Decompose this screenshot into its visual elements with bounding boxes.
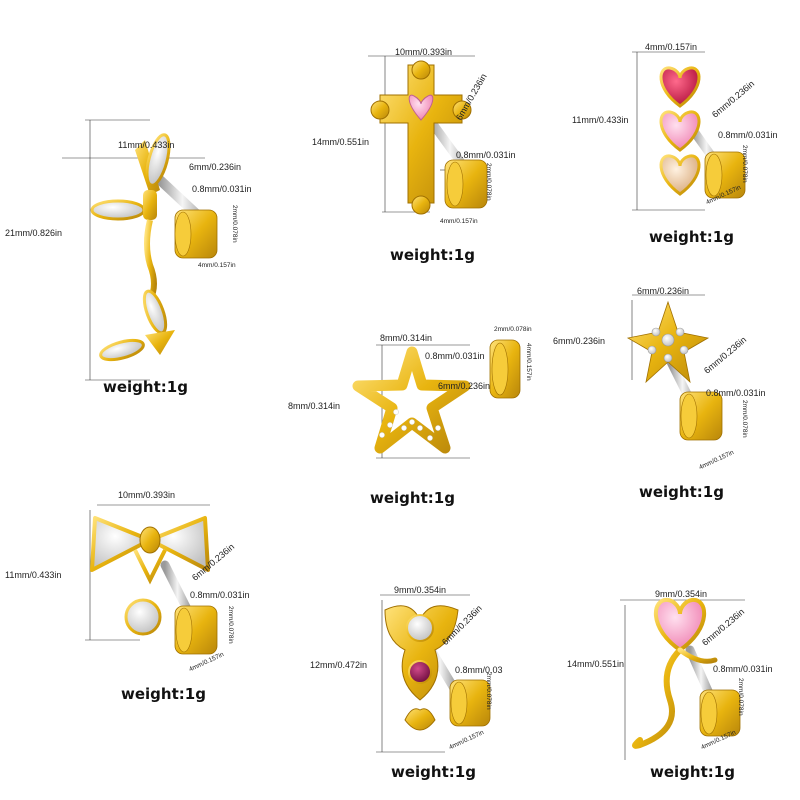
back-diameter-label: 4mm/0.157in: [525, 343, 532, 381]
back-thickness-label: 2mm/0.078in: [494, 326, 532, 333]
gauge-label: 0.8mm/0.031in: [718, 130, 778, 140]
heart-wave-earring: [620, 597, 745, 760]
length-label: 6mm/0.236in: [438, 381, 491, 391]
height-label: 11mm/0.433in: [572, 115, 629, 125]
back-thickness-label: 2mm/0.078in: [485, 672, 492, 710]
triple-heart-earring: [632, 51, 746, 211]
weight-label: weight:1g: [639, 483, 724, 501]
width-label: 9mm/0.354in: [655, 589, 708, 599]
gauge-label: 0.8mm/0.031in: [425, 351, 485, 361]
back-thickness-label: 2mm/0.078in: [737, 678, 744, 716]
gauge-label: 0.8mm/0.031in: [706, 388, 766, 398]
height-label: 11mm/0.433in: [5, 570, 62, 580]
star-earring: [352, 339, 521, 459]
height-label: 12mm/0.472in: [310, 660, 368, 670]
flower-earring: [626, 294, 723, 441]
back-diameter-label: 4mm/0.157in: [198, 262, 236, 269]
back-thickness-label: 2mm/0.078in: [485, 163, 492, 201]
gauge-label: 0.8mm/0.031in: [190, 590, 250, 600]
back-thickness-label: 2mm/0.078in: [741, 400, 748, 438]
height-label: 14mm/0.551in: [312, 137, 370, 147]
width-label: 6mm/0.236in: [637, 286, 690, 296]
height-label: 14mm/0.551in: [567, 659, 625, 669]
gauge-label: 0.8mm/0.031in: [192, 184, 252, 194]
weight-label: weight:1g: [650, 763, 735, 781]
width-label: 11mm/0.433in: [118, 140, 175, 150]
back-thickness-label: 2mm/0.078in: [227, 606, 234, 644]
gauge-label: 0.8mm/0.031in: [713, 664, 773, 674]
bow-earring: [85, 504, 218, 655]
height-label: 21mm/0.826in: [5, 228, 63, 238]
width-label: 10mm/0.393in: [395, 47, 453, 57]
width-label: 10mm/0.393in: [118, 490, 176, 500]
weight-label: weight:1g: [649, 228, 734, 246]
width-label: 8mm/0.314in: [380, 333, 433, 343]
cross-earring: [368, 55, 488, 215]
gauge-label: 0.8mm/0.03: [455, 665, 503, 675]
width-label: 4mm/0.157in: [645, 42, 698, 52]
weight-label: weight:1g: [121, 685, 206, 703]
weight-label: weight:1g: [390, 246, 475, 264]
gauge-label: 0.8mm/0.031in: [456, 150, 516, 160]
length-label: 6mm/0.236in: [189, 162, 242, 172]
back-thickness-label: 2mm/0.078in: [741, 145, 748, 183]
weight-label: weight:1g: [370, 489, 455, 507]
height-label: 8mm/0.314in: [288, 401, 341, 411]
back-thickness-label: 2mm/0.078in: [231, 205, 238, 243]
weight-label: weight:1g: [391, 763, 476, 781]
back-diameter-label: 4mm/0.157in: [440, 218, 478, 225]
wing-gem-earring: [376, 594, 491, 753]
weight-label: weight:1g: [103, 378, 188, 396]
height-label: 6mm/0.236in: [553, 336, 606, 346]
butterfly-earring: [62, 119, 218, 381]
width-label: 9mm/0.354in: [394, 585, 447, 595]
